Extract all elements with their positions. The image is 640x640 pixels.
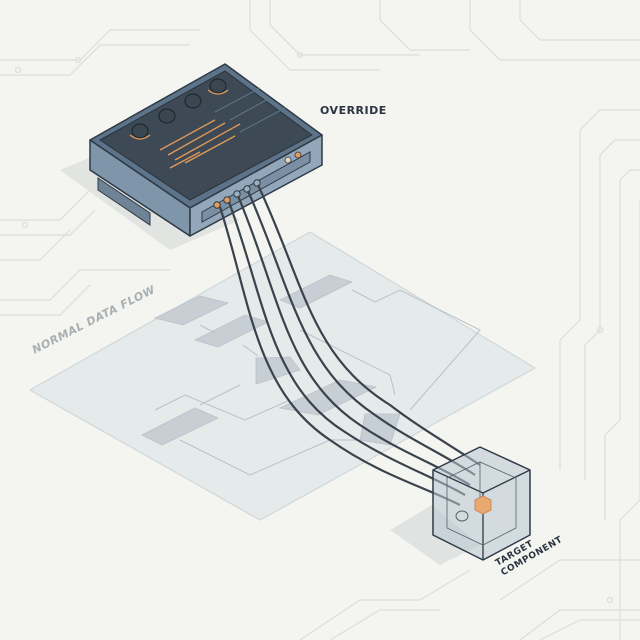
flow-box	[141, 407, 219, 446]
cables	[218, 184, 481, 506]
knob-icon	[131, 78, 227, 139]
target-core	[474, 495, 492, 515]
flow-box	[153, 295, 230, 326]
target-component-cube	[432, 446, 531, 561]
override-device	[89, 63, 323, 237]
flow-decision	[359, 413, 401, 446]
override-label: OVERRIDE	[320, 104, 387, 117]
port-icon	[213, 179, 261, 209]
